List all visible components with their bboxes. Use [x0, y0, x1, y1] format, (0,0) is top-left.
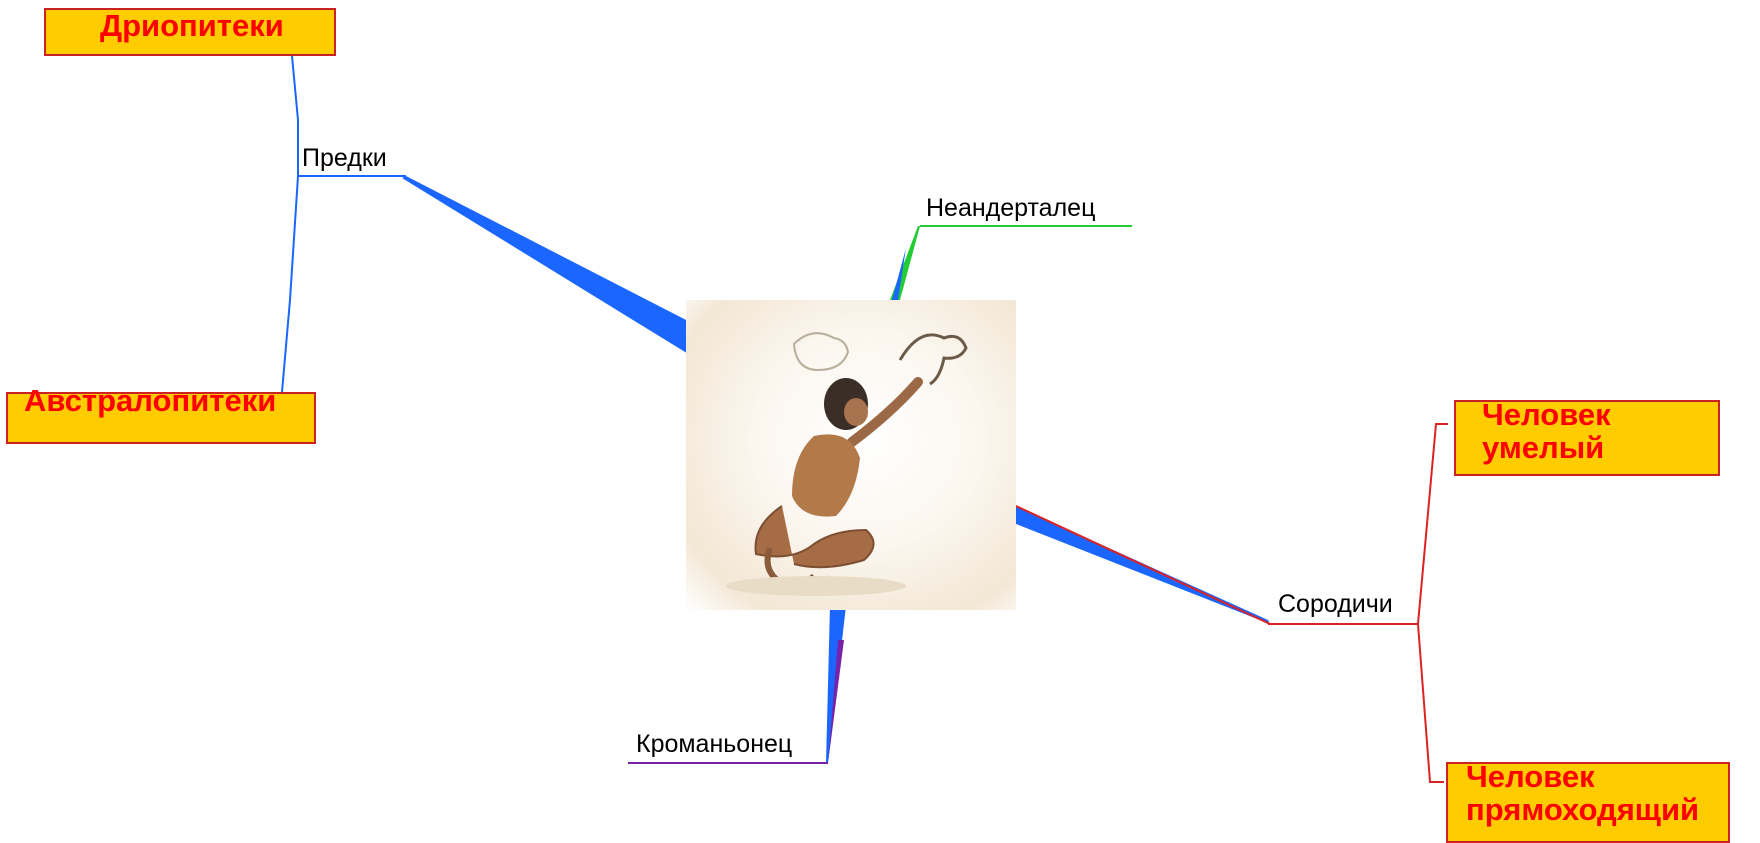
leaf-driopiteki: Дриопитеки [100, 9, 284, 42]
branch-label-cromagnon[interactable]: Кроманьонец [636, 732, 792, 757]
branch-label-neanderthal[interactable]: Неандерталец [926, 196, 1095, 221]
leaf-chelovek-umelyi: Человек умелый [1482, 398, 1611, 464]
connector-sorodichi-edge [1016, 506, 1270, 624]
connector-neanderthal [890, 226, 920, 300]
branch-label-sorodichi[interactable]: Сородичи [1278, 592, 1393, 617]
cave-painter-icon [686, 300, 1016, 610]
cave-painter-illustration [686, 300, 1016, 610]
connector-predki-children [282, 56, 298, 392]
leaf-chelovek-pryamokhodyashchii: Человек прямоходящий [1466, 760, 1699, 826]
branch-label-predki[interactable]: Предки [302, 146, 387, 171]
connector-sorodichi-children [1418, 424, 1448, 782]
leaf-australopiteki: Австралопитеки [24, 384, 276, 417]
connector-predki [402, 176, 690, 355]
